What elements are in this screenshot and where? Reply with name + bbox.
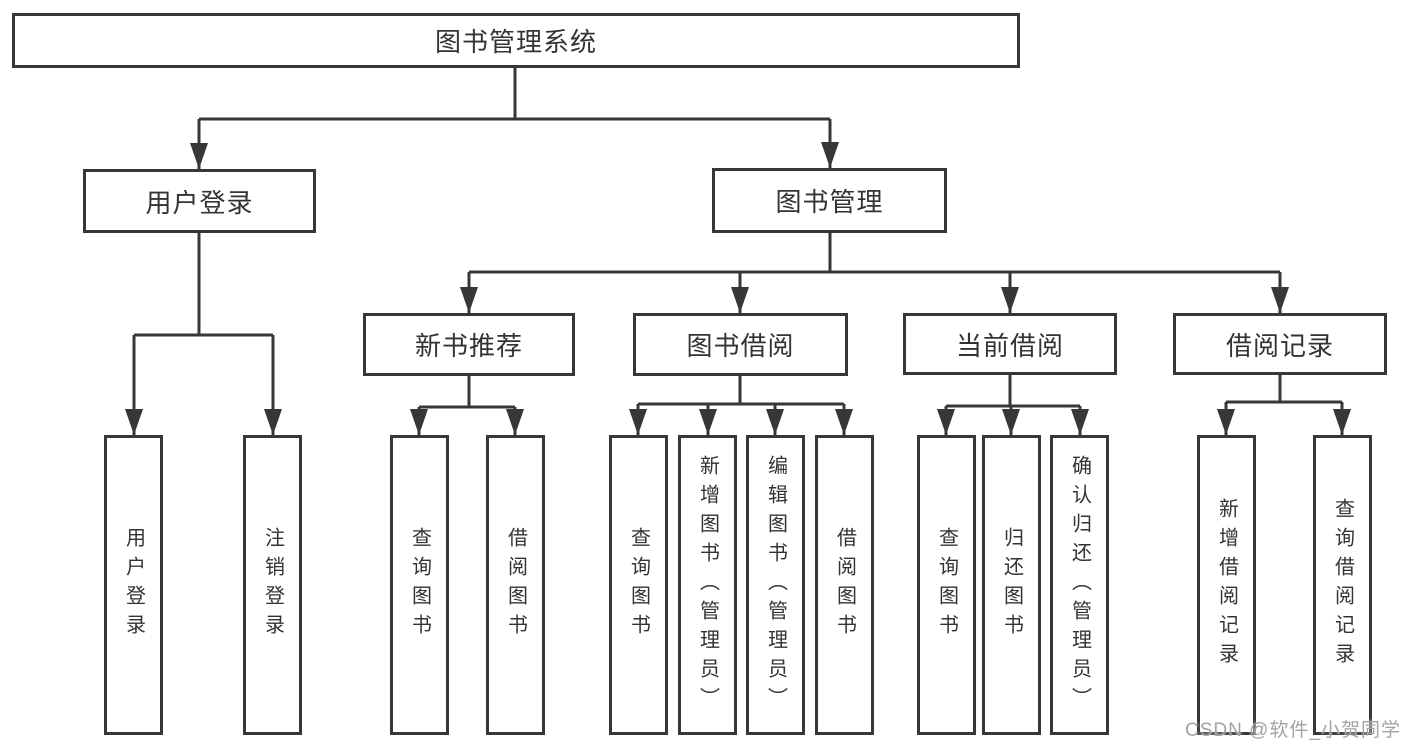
- leaf-add-books-admin: 新增图书（管理员）: [678, 435, 737, 735]
- leaf-label: 用户登录: [122, 527, 145, 643]
- leaf-confirm-return-admin: 确认归还（管理员）: [1050, 435, 1109, 735]
- node-borrowing-records: 借阅记录: [1173, 313, 1387, 375]
- leaf-label: 查询借阅记录: [1331, 498, 1354, 672]
- node-label: 图书管理系统: [434, 27, 597, 57]
- node-label: 新书推荐: [414, 331, 523, 361]
- leaf-label: 查询图书: [408, 527, 431, 643]
- node-label: 当前借阅: [955, 330, 1064, 361]
- leaf-label: 查询图书: [627, 527, 650, 643]
- node-book-borrowing: 图书借阅: [633, 313, 848, 376]
- leaf-borrow-books: 借阅图书: [486, 435, 545, 735]
- node-label: 借阅记录: [1225, 330, 1334, 361]
- leaf-label: 借阅图书: [833, 527, 856, 643]
- leaf-label: 归还图书: [1000, 527, 1023, 643]
- leaf-label: 查询图书: [935, 527, 958, 643]
- leaf-query-borrow-record: 查询借阅记录: [1313, 435, 1372, 735]
- leaf-user-login: 用户登录: [104, 435, 163, 735]
- leaf-edit-books-admin: 编辑图书（管理员）: [746, 435, 805, 735]
- node-book-management: 图书管理: [712, 168, 947, 233]
- node-label: 图书借阅: [686, 331, 795, 361]
- leaf-label: 确认归还（管理员）: [1068, 454, 1091, 716]
- leaf-label: 编辑图书（管理员）: [764, 454, 787, 716]
- node-label: 图书管理: [775, 187, 884, 217]
- node-library-management-system: 图书管理系统: [12, 13, 1020, 68]
- leaf-return-books: 归还图书: [982, 435, 1041, 735]
- leaf-logout: 注销登录: [243, 435, 302, 735]
- node-current-borrowing: 当前借阅: [903, 313, 1117, 375]
- leaf-label: 新增图书（管理员）: [696, 454, 719, 716]
- leaf-label: 注销登录: [261, 527, 284, 643]
- leaf-borrow-books: 借阅图书: [815, 435, 874, 735]
- leaf-query-books: 查询图书: [917, 435, 976, 735]
- node-label: 用户登录: [145, 187, 254, 218]
- leaf-label: 新增借阅记录: [1215, 498, 1238, 672]
- node-new-book-recommendation: 新书推荐: [363, 313, 575, 376]
- leaf-query-books: 查询图书: [609, 435, 668, 735]
- leaf-query-books: 查询图书: [390, 435, 449, 735]
- node-user-login: 用户登录: [83, 169, 316, 233]
- leaf-add-borrow-record: 新增借阅记录: [1197, 435, 1256, 735]
- leaf-label: 借阅图书: [504, 527, 527, 643]
- csdn-watermark: CSDN @软件_小贺同学: [1185, 720, 1401, 741]
